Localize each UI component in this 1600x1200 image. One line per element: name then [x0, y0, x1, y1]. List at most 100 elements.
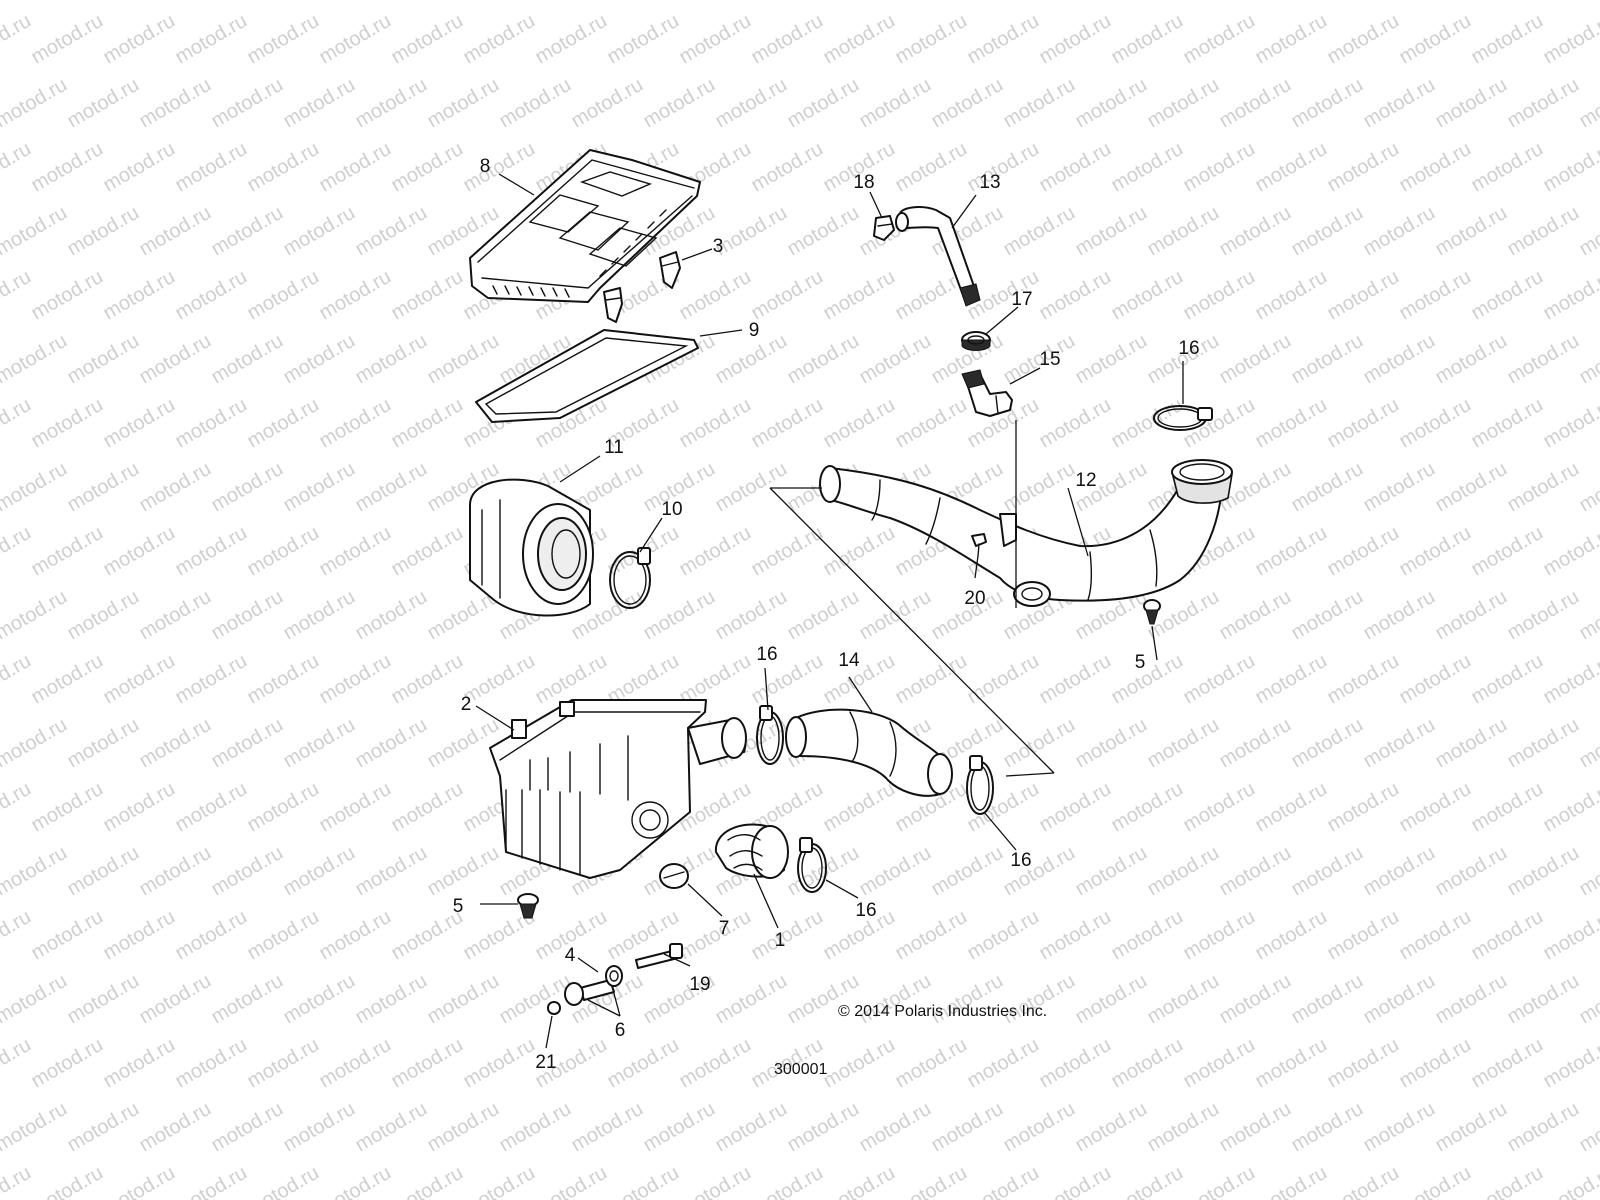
watermark-text: motod.ru [424, 1098, 503, 1157]
watermark-text: motod.ru [100, 1034, 179, 1093]
watermark-text: motod.ru [388, 650, 467, 709]
part-16-clamps[interactable] [756, 405, 1213, 893]
watermark-text: motod.ru [136, 0, 215, 4]
watermark-text: motod.ru [1252, 522, 1331, 581]
watermark-text: motod.ru [1360, 74, 1439, 133]
watermark-text: motod.ru [244, 138, 323, 197]
callout-17: 17 [1011, 289, 1032, 310]
part-3-clips[interactable] [603, 251, 681, 323]
watermark-text: motod.ru [1396, 394, 1475, 453]
watermark-text: motod.ru [280, 202, 359, 261]
watermark-text: motod.ru [352, 586, 431, 645]
watermark-text: motod.ru [1576, 714, 1600, 773]
watermark-text: motod.ru [1288, 330, 1367, 389]
watermark-text: motod.ru [1396, 778, 1475, 837]
callout-16-low: 16 [855, 900, 876, 921]
part-5-rivets[interactable] [517, 599, 1161, 919]
watermark-text: motod.ru [1324, 10, 1403, 69]
part-9-seal[interactable] [475, 329, 699, 423]
watermark-text: motod.ru [1108, 906, 1187, 965]
watermark-text: motod.ru [0, 842, 71, 901]
watermark-text: motod.ru [1072, 74, 1151, 133]
watermark-text: motod.ru [712, 202, 791, 261]
watermark-text: motod.ru [532, 1162, 611, 1200]
watermark-text: motod.ru [1252, 906, 1331, 965]
part-20-bolt[interactable] [971, 533, 987, 557]
part-10-clamp[interactable] [609, 547, 651, 609]
watermark-text: motod.ru [892, 138, 971, 197]
watermark-text: motod.ru [352, 202, 431, 261]
watermark-text: motod.ru [1000, 0, 1079, 4]
part-15-elbow[interactable] [961, 369, 1013, 417]
part-8-airbox-cover[interactable] [469, 149, 701, 303]
watermark-text: motod.ru [28, 1162, 107, 1200]
watermark-text: motod.ru [64, 842, 143, 901]
watermark-text: motod.ru [0, 906, 35, 965]
watermark-text: motod.ru [316, 10, 395, 69]
watermark-text: motod.ru [244, 778, 323, 837]
watermark-text: motod.ru [1072, 330, 1151, 389]
watermark-text: motod.ru [1576, 1098, 1600, 1157]
watermark-text: motod.ru [1432, 74, 1511, 133]
watermark-text: motod.ru [1396, 138, 1475, 197]
watermark-text: motod.ru [748, 266, 827, 325]
watermark-text: motod.ru [1072, 202, 1151, 261]
watermark-text: motod.ru [1468, 266, 1547, 325]
watermark-text: motod.ru [64, 330, 143, 389]
watermark-text: motod.ru [316, 394, 395, 453]
watermark-text: motod.ru [0, 394, 35, 453]
watermark-text: motod.ru [676, 906, 755, 965]
watermark-text: motod.ru [208, 970, 287, 1029]
watermark-text: motod.ru [28, 394, 107, 453]
watermark-text: motod.ru [1072, 842, 1151, 901]
part-1-boot[interactable] [714, 823, 789, 879]
watermark-text: motod.ru [316, 1034, 395, 1093]
watermark-text: motod.ru [280, 970, 359, 1029]
watermark-text: motod.ru [1108, 1162, 1187, 1200]
watermark-text: motod.ru [1108, 266, 1187, 325]
watermark-text: motod.ru [1360, 714, 1439, 773]
watermark-text: motod.ru [1360, 202, 1439, 261]
watermark-text: motod.ru [136, 1098, 215, 1157]
watermark-text: motod.ru [784, 1098, 863, 1157]
watermark-text: motod.ru [1216, 330, 1295, 389]
watermark-text: motod.ru [712, 0, 791, 4]
callout-21: 21 [535, 1052, 556, 1073]
part-2-airbox[interactable] [489, 699, 747, 879]
watermark-text: motod.ru [1432, 0, 1511, 4]
watermark-text: motod.ru [64, 74, 143, 133]
watermark-text: motod.ru [568, 1098, 647, 1157]
watermark-text: motod.ru [1540, 394, 1600, 453]
watermark-text: motod.ru [172, 522, 251, 581]
part-17-grommet[interactable] [961, 331, 991, 351]
watermark-text: motod.ru [1180, 906, 1259, 965]
watermark-text: motod.ru [784, 202, 863, 261]
watermark-text: motod.ru [820, 394, 899, 453]
callout-20: 20 [964, 588, 985, 609]
watermark-text: motod.ru [1216, 714, 1295, 773]
part-14-hose[interactable] [785, 708, 953, 797]
watermark-text: motod.ru [1000, 1098, 1079, 1157]
part-13-vent-hose[interactable] [895, 206, 981, 307]
watermark-text: motod.ru [64, 1098, 143, 1157]
watermark-text: motod.ru [1468, 778, 1547, 837]
watermark-text: motod.ru [100, 1162, 179, 1200]
watermark-text: motod.ru [280, 1098, 359, 1157]
watermark-text: motod.ru [100, 266, 179, 325]
watermark-text: motod.ru [1144, 970, 1223, 1029]
part-11-air-filter[interactable] [469, 478, 594, 617]
watermark-text: motod.ru [1216, 74, 1295, 133]
watermark-text: motod.ru [1324, 1162, 1403, 1200]
part-12-duct[interactable] [819, 459, 1233, 607]
watermark-text: motod.ru [208, 1098, 287, 1157]
part-hardware[interactable] [547, 943, 683, 1015]
watermark-text: motod.ru [1036, 266, 1115, 325]
watermark-text: motod.ru [1108, 394, 1187, 453]
watermark-text: motod.ru [892, 10, 971, 69]
part-7-plug[interactable] [659, 863, 689, 889]
watermark-text: motod.ru [856, 74, 935, 133]
watermark-text: motod.ru [1036, 778, 1115, 837]
watermark-text: motod.ru [136, 74, 215, 133]
part-18-clamp[interactable] [873, 215, 895, 241]
watermark-text: motod.ru [1216, 1098, 1295, 1157]
